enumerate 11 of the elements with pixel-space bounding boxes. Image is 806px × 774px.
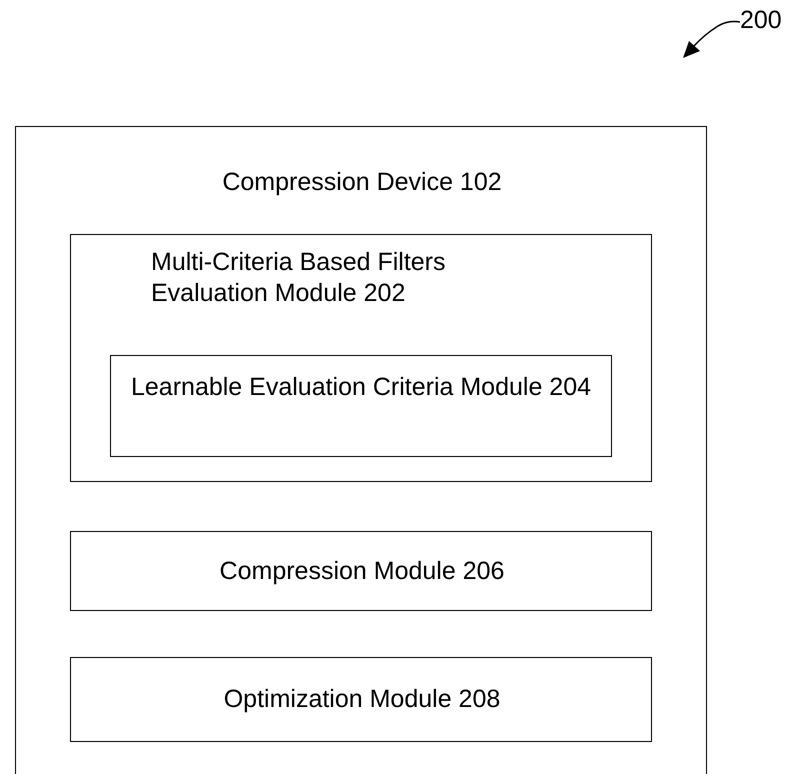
module-label: Multi-Criteria Based Filters Evaluation Module 202 (151, 247, 447, 309)
module-label: Optimization Module 208 (222, 684, 502, 715)
module-label: Learnable Evaluation Criteria Module 204 (131, 372, 591, 403)
figure-number: 200 (740, 6, 782, 35)
module-box (70, 531, 652, 611)
module-box (110, 355, 612, 457)
module-box (15, 126, 707, 774)
module-box (70, 234, 652, 482)
module-label: Compression Module 206 (218, 556, 506, 587)
module-box (70, 657, 652, 742)
module-label: Compression Device 102 (221, 167, 503, 198)
